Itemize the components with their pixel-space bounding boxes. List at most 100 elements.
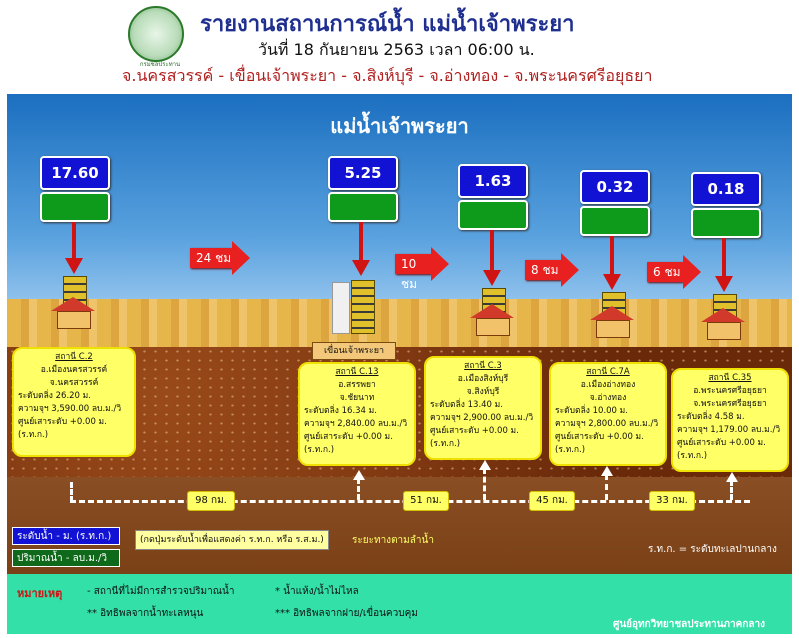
note-no-flow-survey: - สถานีที่ไม่มีการสำรวจปริมาณน้ำ [87,586,235,597]
msl-note: ร.ท.ก. = ระดับทะเลปานกลาง [648,544,777,555]
flow-button-c3[interactable] [458,200,528,230]
house-icon [707,322,741,340]
distance-connector [357,478,360,500]
flow-button-c35[interactable] [691,208,761,238]
station-datum: ศูนย์เสาระดับ +0.00 ม.(ร.ท.ก.) [430,426,519,449]
flow-button-c2[interactable] [40,192,110,222]
station-capacity: ความจุฯ 2,900.00 ลบ.ม./วิ [430,413,534,423]
legend-hint: (กดปุ่มระดับน้ำเพื่อแสดงค่า ร.ท.ก. หรือ … [135,530,329,550]
report-datetime: วันที่ 18 กันยายน 2563 เวลา 06:00 น. [258,40,535,59]
station-card-c3: สถานี C.3 อ.เมืองสิงห์บุรี จ.สิงห์บุรี ร… [424,356,542,460]
up-arrow-icon [726,472,738,482]
flow-button-c7a[interactable] [580,206,650,236]
level-button-c7a[interactable]: 0.32 [580,170,650,204]
station-card-c2: สถานี C.2 อ.เมืองนครสวรรค์ จ.นครสวรรค์ ร… [12,347,136,457]
stations-route: จ.นครสวรรค์ - เขื่อนเจ้าพระยา - จ.สิงห์บ… [122,66,653,85]
station-district: อ.พระนครศรีอยุธยา [693,386,767,396]
station-name: สถานี C.2 [55,352,93,362]
down-arrow-icon [715,276,733,292]
legend-flow-button[interactable]: ปริมาณน้ำ - ลบ.ม./วิ [12,549,120,567]
station-bank-level: ระดับตลิ่ง 26.20 ม. [18,391,91,401]
station-capacity: ความจุฯ 3,590.00 ลบ.ม./วิ [18,404,122,414]
station-datum: ศูนย์เสาระดับ +0.00 ม.(ร.ท.ก.) [555,432,644,455]
distance-box: 51 กม. [403,491,449,511]
pointer-line [359,222,363,262]
pointer-line [490,230,494,272]
house-icon [476,318,510,336]
station-name: สถานี C.3 [464,361,502,371]
station-district: อ.เมืองนครสวรรค์ [40,365,108,375]
distance-box: 98 กม. [187,491,235,511]
flow-button-c13[interactable] [328,192,398,222]
level-button-c2[interactable]: 17.60 [40,156,110,190]
travel-time-arrow: 6 ชม [647,262,683,282]
house-icon [596,320,630,338]
house-roof-icon [590,306,634,320]
station-capacity: ความจุฯ 1,179.00 ลบ.ม./วิ [677,425,781,435]
station-district: อ.เมืองสิงห์บุรี [457,374,509,384]
station-datum: ศูนย์เสาระดับ +0.00 ม.(ร.ท.ก.) [677,438,766,461]
footer-notes: หมายเหตุ - สถานีที่ไม่มีการสำรวจปริมาณน้… [7,574,792,634]
travel-time-arrow: 8 ชม [525,260,561,280]
note-tide: ** อิทธิพลจากน้ำทะเลหนุน [87,608,204,619]
down-arrow-icon [483,270,501,286]
distance-connector [605,474,608,500]
center-name: ศูนย์อุทกวิทยาชลประทานภาคกลาง [613,619,766,630]
note-dry: * น้ำแห้ง/น้ำไม่ไหล [275,586,359,597]
right-arrow-icon [683,255,701,289]
down-arrow-icon [603,274,621,290]
house-roof-icon [51,297,95,311]
note-label: หมายเหตุ [17,587,63,600]
logo-caption: กรมชลประทาน [139,61,181,68]
pointer-line [72,222,76,260]
travel-time-arrow: 24 ชม [190,248,232,268]
house-roof-icon [470,304,514,318]
right-arrow-icon [431,247,449,281]
royal-irrigation-logo [128,6,184,62]
station-bank-level: ระดับตลิ่ง 10.00 ม. [555,406,628,416]
level-button-c13[interactable]: 5.25 [328,156,398,190]
right-arrow-icon [561,253,579,287]
level-button-c35[interactable]: 0.18 [691,172,761,206]
distance-box: 33 กม. [649,491,695,511]
station-district: อ.เมืองอ่างทอง [580,380,636,390]
station-name: สถานี C.35 [708,373,752,383]
distance-connector [70,482,73,502]
ground-surface [7,299,792,347]
station-province: จ.สิงห์บุรี [466,387,500,397]
station-bank-level: ระดับตลิ่ง 16.34 ม. [304,406,377,416]
station-capacity: ความจุฯ 2,800.00 ลบ.ม./วิ [555,419,659,429]
travel-time-arrow: 10 ชม [395,254,431,291]
note-weir: *** อิทธิพลจากฝาย/เขื่อนควบคุม [275,608,418,619]
house-icon [57,311,91,329]
distance-box: 45 กม. [529,491,575,511]
station-province: จ.ชัยนาท [339,393,375,403]
station-datum: ศูนย์เสาระดับ +0.00 ม.(ร.ท.ก.) [304,432,393,455]
station-capacity: ความจุฯ 2,840.00 ลบ.ม./วิ [304,419,408,429]
pointer-line [610,236,614,276]
up-arrow-icon [601,466,613,476]
station-bank-level: ระดับตลิ่ง 4.58 ม. [677,412,745,422]
station-card-c13: สถานี C.13 อ.สรรพยา จ.ชัยนาท ระดับตลิ่ง … [298,362,416,466]
house-roof-icon [701,308,745,322]
dam-label: เขื่อนเจ้าพระยา [312,342,396,360]
station-district: อ.สรรพยา [338,380,376,390]
up-arrow-icon [479,460,491,470]
distance-connector [483,468,486,500]
building-icon [351,280,375,334]
page-title: รายงานสถานการณ์น้ำ แม่น้ำเจ้าพระยา [200,12,575,37]
dam-icon [332,282,350,334]
level-button-c3[interactable]: 1.63 [458,164,528,198]
station-province: จ.พระนครศรีอยุธยา [693,399,767,409]
station-province: จ.อ่างทอง [589,393,627,403]
station-name: สถานี C.7A [586,367,630,377]
down-arrow-icon [352,260,370,276]
river-scene: แม่น้ำเจ้าพระยา 17.60 5.25 เขื่อนเจ้าพระ… [7,94,792,574]
station-card-c35: สถานี C.35 อ.พระนครศรีอยุธยา จ.พระนครศรี… [671,368,789,472]
right-arrow-icon [232,241,250,275]
distance-connector [730,480,733,500]
station-card-c7a: สถานี C.7A อ.เมืองอ่างทอง จ.อ่างทอง ระดั… [549,362,667,466]
station-province: จ.นครสวรรค์ [49,378,99,388]
legend-level-button[interactable]: ระดับน้ำ - ม. (ร.ท.ก.) [12,527,120,545]
river-distance-label: ระยะทางตามลำน้ำ [352,535,434,546]
